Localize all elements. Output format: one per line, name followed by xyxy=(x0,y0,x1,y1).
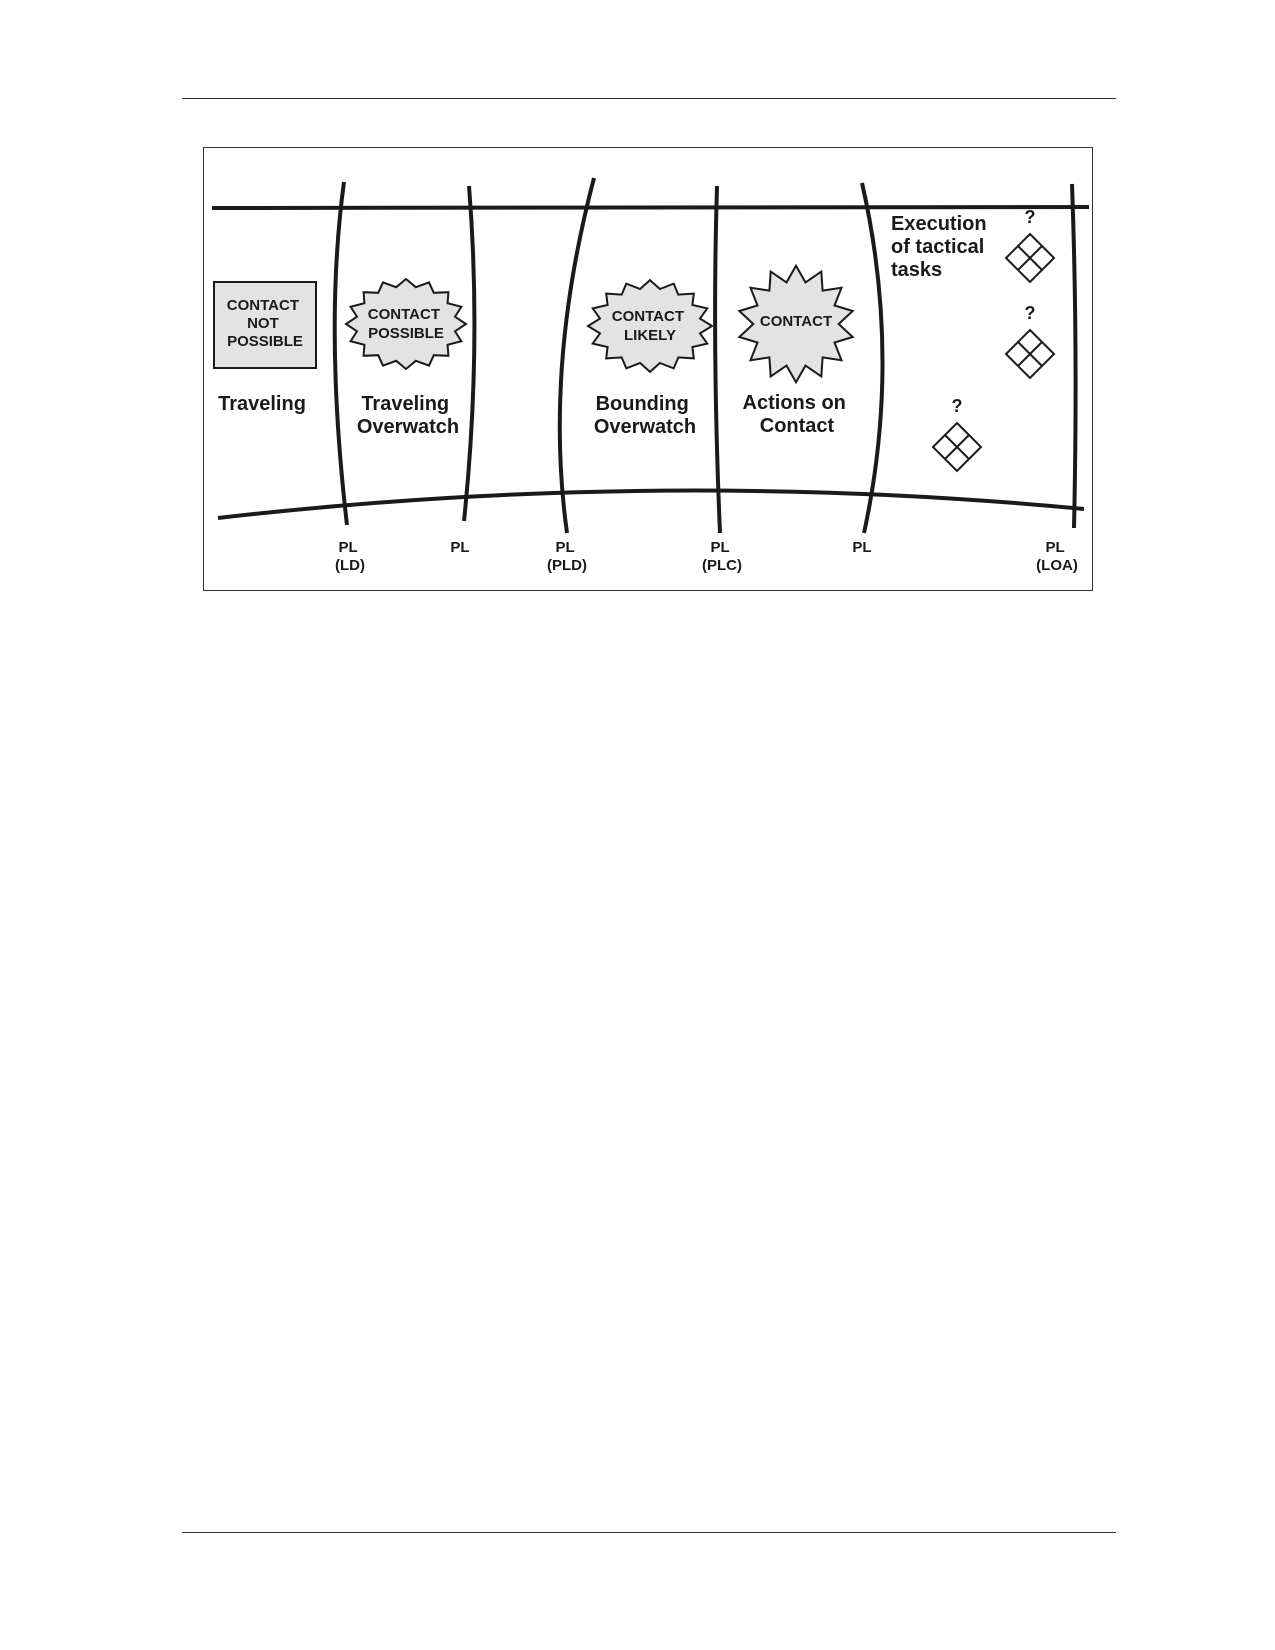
phase-line-pld xyxy=(557,177,596,534)
phase-label-bounding-overwatch: Bounding Overwatch xyxy=(594,393,696,438)
bottom-boundary-line xyxy=(217,488,1085,520)
contact-possible-burst xyxy=(344,277,468,371)
phase-label-traveling-overwatch: Traveling Overwatch xyxy=(357,393,459,438)
top-boundary-line xyxy=(211,205,1090,210)
contact-likely-burst xyxy=(586,278,714,374)
phase-line-2 xyxy=(462,185,477,522)
contact-label: CONTACT xyxy=(760,313,832,330)
footer-rule xyxy=(182,1532,1116,1533)
svg-text:?: ? xyxy=(1025,303,1036,323)
phase-label-execution: Execution of tactical tasks xyxy=(891,213,992,281)
contact-possible-label: CONTACT POSSIBLE xyxy=(368,306,444,342)
contact-not-possible-label: CONTACT NOT POSSIBLE xyxy=(227,297,303,350)
phase-label-actions-on-contact: Actions on Contact xyxy=(743,392,852,437)
unknown-unit-symbol: ? xyxy=(931,396,983,473)
contact-likely-label: CONTACT LIKELY xyxy=(612,308,688,344)
phase-line-label-plc: PL (PLC) xyxy=(702,539,742,574)
unknown-unit-symbol: ? xyxy=(1004,303,1056,380)
phase-line-ld xyxy=(332,181,349,526)
header-rule xyxy=(182,98,1116,99)
svg-text:?: ? xyxy=(1025,207,1036,227)
figure-diagram: CONTACT NOT POSSIBLE CONTACT POSSIBLE CO… xyxy=(211,177,1090,574)
contact-burst xyxy=(737,263,855,385)
phase-line-label-pld: PL (PLD) xyxy=(547,539,587,574)
phase-line-5 xyxy=(860,182,885,534)
contact-not-possible-box xyxy=(213,281,317,369)
phase-line-label-loa: PL (LOA) xyxy=(1036,539,1078,574)
phase-line-plc xyxy=(713,185,722,534)
movement-techniques-figure: CONTACT NOT POSSIBLE CONTACT POSSIBLE CO… xyxy=(203,147,1093,591)
svg-text:?: ? xyxy=(952,396,963,416)
phase-label-traveling: Traveling xyxy=(218,393,306,415)
phase-line-label-5: PL xyxy=(852,539,871,556)
unknown-unit-symbol: ? xyxy=(1004,207,1056,284)
phase-line-loa xyxy=(1070,183,1078,529)
phase-line-label-ld: PL (LD) xyxy=(335,539,365,574)
phase-line-label-2: PL xyxy=(450,539,469,556)
